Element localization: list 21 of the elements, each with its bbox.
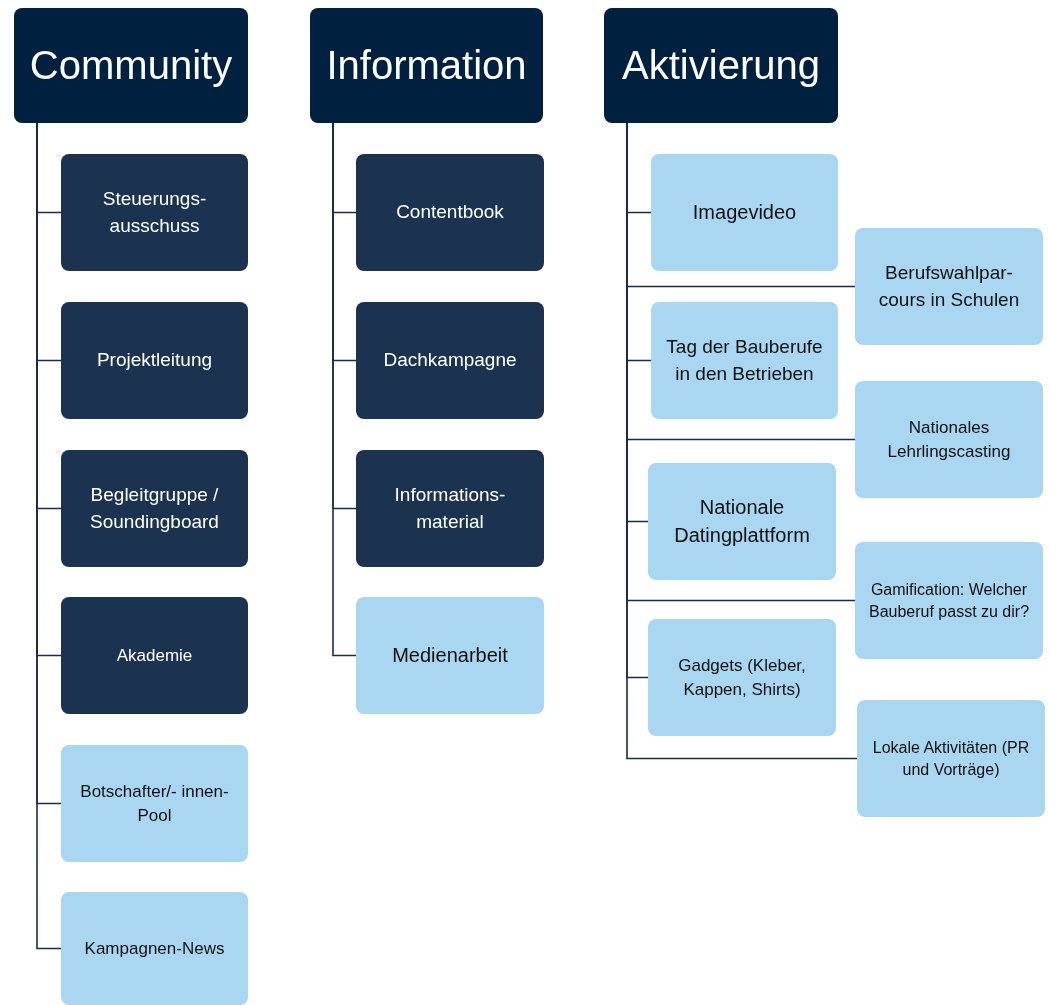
item-box: Contentbook <box>356 154 544 271</box>
item-box: Lokale Aktivitäten (PR und Vorträge) <box>857 700 1045 817</box>
item-box: Steuerungs- ausschuss <box>61 154 248 271</box>
item-box: Nationale Datingplattform <box>648 463 836 580</box>
item-box: Berufswahlpar- cours in Schulen <box>855 228 1043 345</box>
item-box: Nationales Lehrlingscasting <box>855 381 1043 498</box>
item-box: Gadgets (Kleber, Kappen, Shirts) <box>648 619 836 736</box>
item-box: Kampagnen-News <box>61 892 248 1005</box>
item-box: Tag der Bauberufe in den Betrieben <box>651 302 838 419</box>
category-header: Information <box>310 8 543 123</box>
item-box: Projektleitung <box>61 302 248 419</box>
item-box: Botschafter/- innen-Pool <box>61 745 248 862</box>
item-box: Akademie <box>61 597 248 714</box>
item-box: Begleitgruppe / Soundingboard <box>61 450 248 567</box>
item-box: Imagevideo <box>651 154 838 271</box>
item-box: Informations- material <box>356 450 544 567</box>
category-header: Community <box>14 8 248 123</box>
category-header: Aktivierung <box>604 8 838 123</box>
item-box: Dachkampagne <box>356 302 544 419</box>
item-box: Gamification: Welcher Bauberuf passt zu dir? <box>855 542 1043 659</box>
item-box: Medienarbeit <box>356 597 544 714</box>
